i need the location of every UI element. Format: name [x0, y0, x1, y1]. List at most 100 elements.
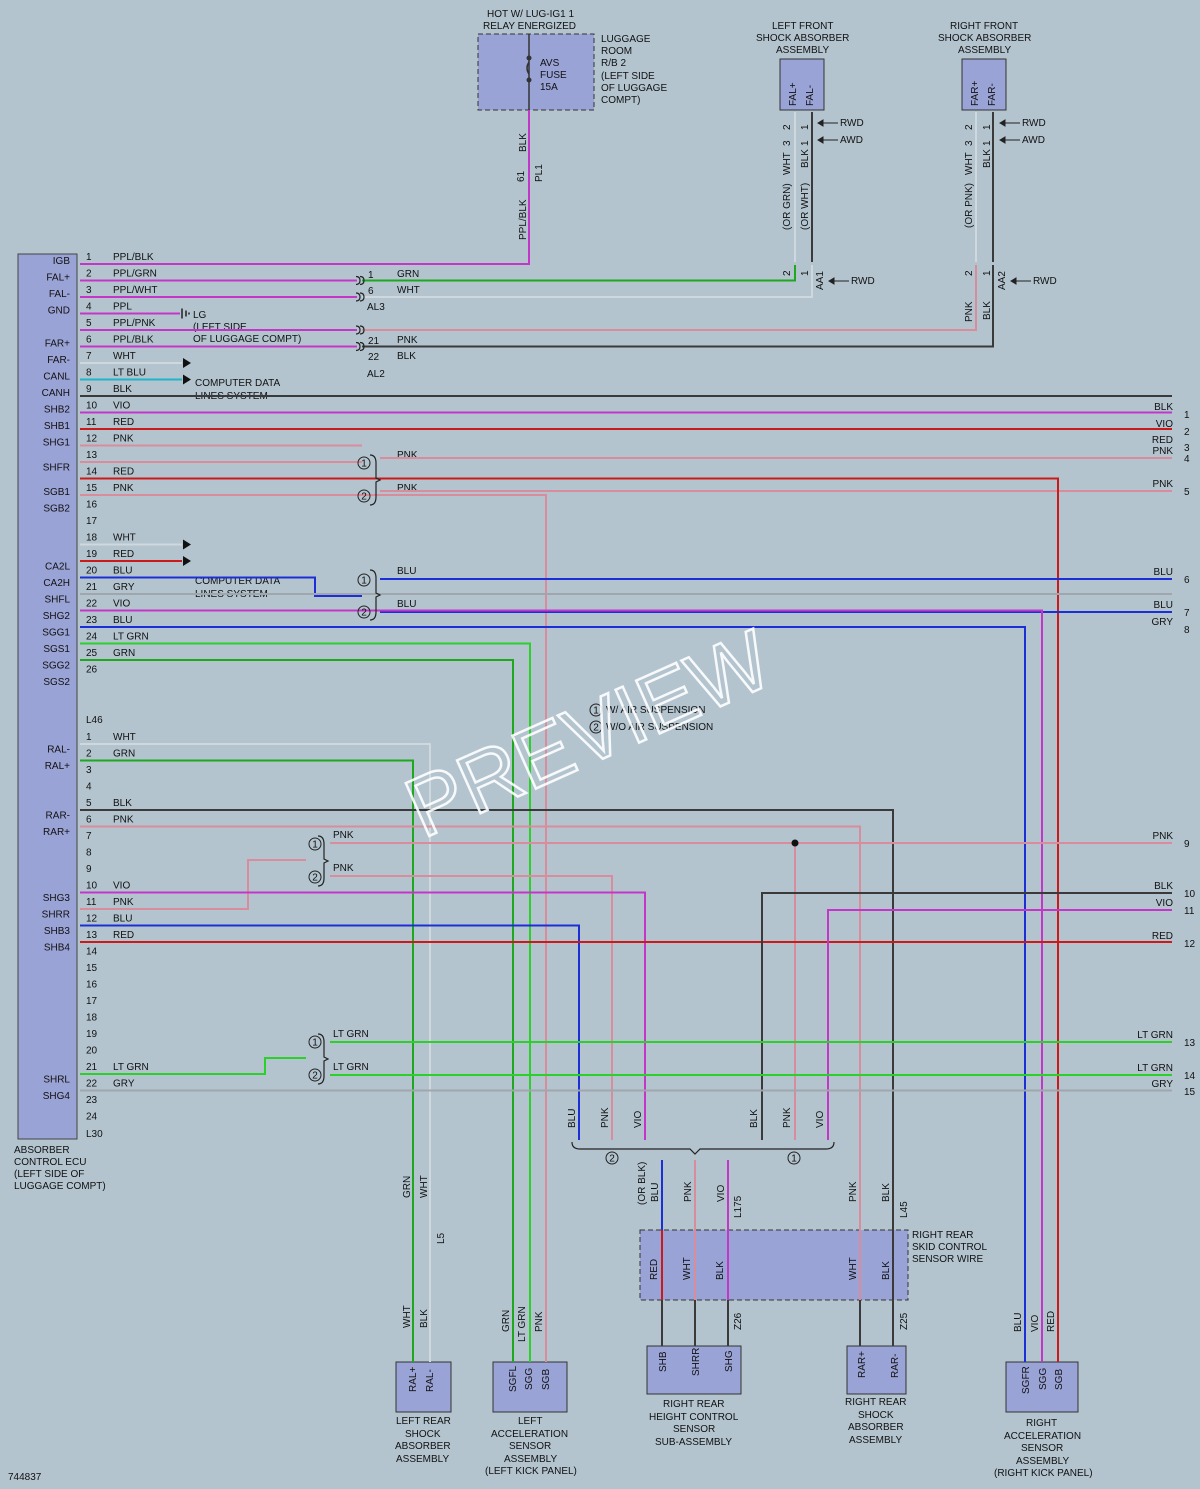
right-wire-color: LT GRN	[1137, 1063, 1173, 1074]
room-label-1: ROOM	[601, 46, 632, 57]
l46-wire-color: BLU	[113, 615, 132, 626]
bottom-circle-2-text: 2	[609, 1154, 615, 1165]
l30-pin-number: 16	[86, 980, 98, 991]
circle-shrl-1	[308, 1035, 322, 1049]
l46-pin-number: 22	[86, 599, 98, 610]
lf-wht-label: WHT	[782, 152, 793, 175]
l46-pin-number: 1	[86, 252, 92, 263]
right-rear-height-control-sensor	[646, 1345, 742, 1395]
wire-sgb1	[80, 477, 1059, 1362]
circle-shfl-1-text: 1	[361, 576, 367, 587]
right-wire-number: 12	[1184, 939, 1196, 950]
legend-circle-2	[589, 720, 603, 734]
l46-pin-number: 11	[86, 417, 97, 428]
shrl-ltgrn-1: LT GRN	[333, 1029, 369, 1040]
wire-shfl	[80, 576, 362, 597]
lf-title-0: LEFT FRONT	[772, 21, 833, 32]
l30-pin-number: 21	[86, 1062, 98, 1073]
l46-wire-color: GRY	[113, 582, 135, 593]
sw-blk-2: BLK	[881, 1261, 892, 1280]
l46-pin-number: 4	[86, 302, 92, 313]
l46-wire-color: PPL/BLK	[113, 252, 154, 263]
right-wire-color: VIO	[1156, 419, 1173, 430]
junction-shrr	[317, 835, 330, 887]
pin-61-label: 61	[516, 170, 527, 182]
vertical-drop-label: LT GRN	[517, 1306, 528, 1342]
l46-pin-number: 26	[86, 665, 98, 676]
las-pin-sgb: SGB	[541, 1369, 552, 1390]
al2-blk-label: BLK	[397, 351, 416, 362]
l46-pin-number: 3	[86, 285, 92, 296]
ecu-pin-label: RAL-	[47, 744, 70, 755]
l30-pin-number: 11	[86, 897, 97, 908]
l46-pin-number: 12	[86, 434, 98, 445]
l46-pin-number: 8	[86, 368, 92, 379]
l30-pin-number: 9	[86, 864, 92, 875]
aa2-pin-1: 1	[982, 270, 993, 276]
l46-pin-number: 24	[86, 632, 98, 643]
ecu-pin-label: SGS1	[43, 644, 70, 655]
room-label-2: R/B 2	[601, 58, 626, 69]
lf-pin-fal-minus: FAL-	[805, 85, 816, 106]
lf-title-1: SHOCK ABSORBER	[756, 33, 849, 44]
l46-pin-number: 9	[86, 384, 92, 395]
shfl-blu-2: BLU	[397, 599, 416, 610]
rrh-caption-1: HEIGHT CONTROL	[649, 1412, 739, 1423]
ecu-caption-1: CONTROL ECU	[14, 1157, 86, 1168]
vertical-drop-label: BLK	[419, 1309, 430, 1328]
rf-title-1: SHOCK ABSORBER	[938, 33, 1031, 44]
fuse-blk-label: BLK	[518, 133, 529, 152]
aa1-pin-2: 2	[782, 270, 793, 276]
las-pin-sgfl: SGFL	[508, 1365, 519, 1392]
aa2-rwd-label: RWD	[1033, 276, 1057, 287]
wires-layer	[80, 110, 1172, 1362]
sensor-wire-title-1: SKID CONTROL	[912, 1242, 987, 1253]
aa1-label: AA1	[815, 271, 826, 290]
left-front-shock-box	[779, 58, 825, 111]
right-wire-color: PNK	[1152, 831, 1173, 842]
l30-wire-color: GRY	[113, 1079, 135, 1090]
vertical-drop-label: RED	[1046, 1311, 1057, 1332]
l45-label: L45	[899, 1201, 910, 1218]
rrh-pin-shrr: SHRR	[691, 1348, 702, 1376]
bottom-bracket	[571, 1141, 835, 1155]
legend-1: W/ AIR SUSPENSION	[606, 705, 705, 716]
lf-pin-1b: 1	[800, 140, 811, 146]
l46-wire-color: PPL/GRN	[113, 269, 157, 280]
al2-label: AL2	[367, 369, 385, 380]
circle-shrl-2	[308, 1068, 322, 1082]
circle-shrr-2	[308, 870, 322, 884]
al2-pnk-label: PNK	[397, 335, 418, 346]
lf-or-grn-label: (OR GRN)	[782, 183, 793, 230]
sw-blk: BLK	[715, 1261, 726, 1280]
lf-rwd-label: RWD	[840, 118, 864, 129]
right-wire-color: GRY	[1152, 1079, 1174, 1090]
lg-note-1: (LEFT SIDE	[193, 322, 247, 333]
l46-wire-color: BLU	[113, 566, 132, 577]
ground-icon	[181, 308, 190, 319]
l30-pin-number: 20	[86, 1046, 98, 1057]
vertical-drop-label: GRN	[402, 1176, 413, 1198]
rf-rwd-label: RWD	[1022, 118, 1046, 129]
l30-pin-number: 18	[86, 1013, 98, 1024]
lrs-caption-1: SHOCK	[405, 1429, 441, 1440]
l30-pin-number: 15	[86, 963, 98, 974]
ecu-caption-3: LUGGAGE COMPT)	[14, 1181, 106, 1192]
wire-shrr	[80, 859, 306, 910]
wire-shrl	[80, 1057, 306, 1075]
rwd-awd-arrows	[817, 119, 1031, 285]
rrs-caption-3: ASSEMBLY	[849, 1435, 902, 1446]
absorber-control-ecu	[17, 253, 78, 1140]
rrs-caption-1: SHOCK	[858, 1410, 894, 1421]
circle-shfl-2-text: 2	[361, 608, 367, 619]
rf-pin-1: 1	[982, 124, 993, 130]
rf-pin-2: 2	[964, 124, 975, 130]
circle-shrr-1	[308, 837, 322, 851]
legend-circle-1-text: 1	[593, 706, 599, 717]
rf-pnk-label: PNK	[964, 301, 975, 322]
ecu-pin-label: SHB2	[44, 405, 71, 416]
lf-title-2: ASSEMBLY	[776, 45, 829, 56]
al3-label: AL3	[367, 302, 385, 313]
wire-right-10	[761, 892, 1172, 1140]
